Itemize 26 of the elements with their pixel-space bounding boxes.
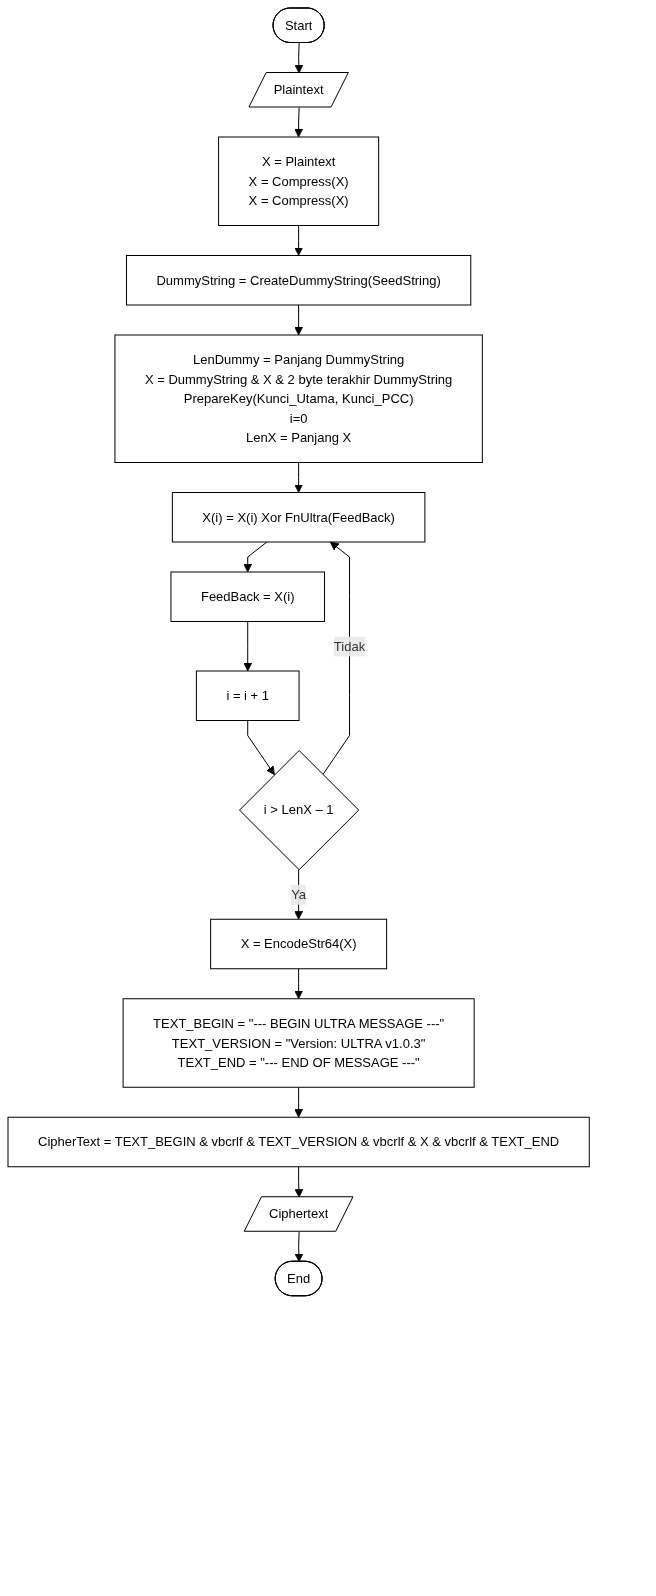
arrow (294, 225, 303, 256)
arrow (294, 869, 303, 920)
arrow (294, 968, 303, 1000)
arrow (294, 42, 304, 74)
node-box: CipherText = TEXT_BEGIN & vbcrlf & TEXT_VERSION & vbcrlf & X & vbcrlf & TEXT_END (7, 1116, 590, 1168)
node-box: DummyString = CreateDummyString(SeedString) (126, 255, 472, 306)
node-box: i = i + 1 (195, 670, 300, 721)
node-box: TEXT_BEGIN = "--- BEGIN ULTRA MESSAGE ---" TEXT_VERSION = "Version: ULTRA v1.0.3" TEXT_END = "--- END OF MESSAGE ---" (122, 998, 475, 1088)
node-box: X = Plaintext X = Compress(X) X = Compress(X) (218, 136, 380, 226)
arrow (243, 541, 268, 573)
node-box: X = EncodeStr64(X) (210, 918, 388, 970)
arrow (243, 621, 253, 672)
arrow (294, 1086, 303, 1118)
node-diamond: i > LenX – 1 (239, 750, 360, 871)
edge-label: Ya (291, 886, 307, 902)
arrow (294, 304, 303, 336)
arrow (294, 462, 303, 493)
arrow (294, 1231, 304, 1263)
arrow (247, 720, 275, 776)
arrow (294, 1166, 304, 1198)
arrow (294, 107, 303, 138)
node-box: LenDummy = Panjang DummyString X = DummyString & X & 2 byte terakhir DummyString PrepareKey(Kunci_Utama, Kunci_PCC) i=0 LenX = Panjang X (114, 334, 483, 463)
node-box: FeedBack = X(i) (170, 571, 325, 622)
node-box: X(i) = X(i) Xor FnUltra(FeedBack) (171, 492, 426, 543)
arrow (322, 541, 350, 776)
edge-label: Tidak (333, 638, 366, 654)
